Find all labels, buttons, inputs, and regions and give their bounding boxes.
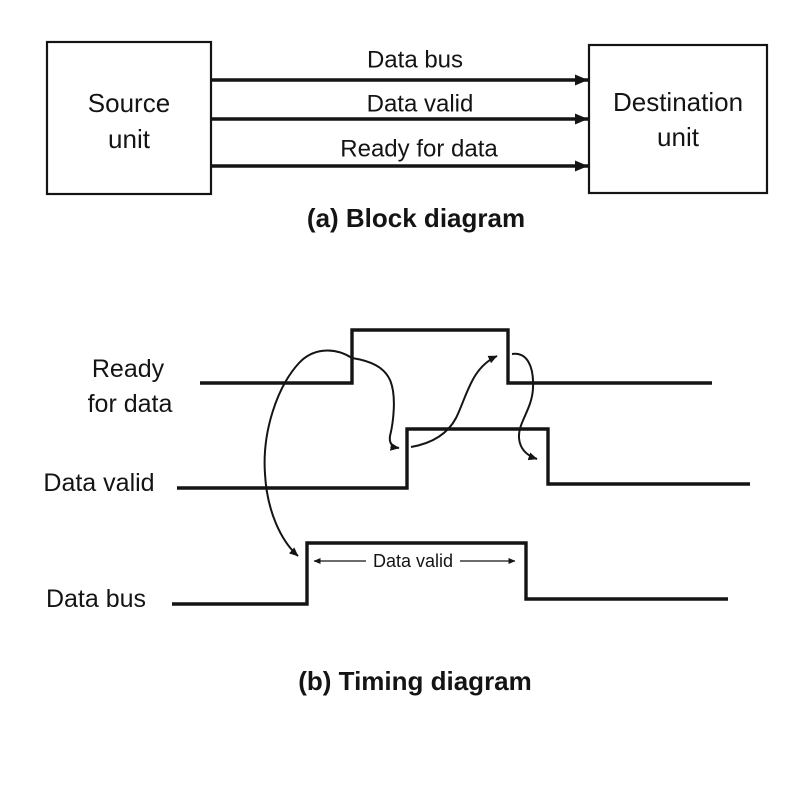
destination-unit-box [587, 43, 769, 195]
source-unit-box [45, 40, 213, 196]
timing-label-ready-for-data-line2: for data [88, 390, 173, 418]
causality-arrow-data-valid-rise-to-ready-fall [410, 355, 498, 448]
source-unit-label-line2: unit [108, 124, 151, 154]
timing-diagram-caption: (b) Timing diagram [298, 666, 532, 696]
waveforms-layer [172, 328, 750, 606]
waveform-data-valid [177, 427, 750, 490]
timing-label-ready-for-data-line1: Ready [92, 355, 165, 383]
source-unit-label-line1: Source [88, 88, 170, 118]
timing-label-data-bus: Data bus [46, 585, 146, 613]
block-diagram-caption: (a) Block diagram [307, 203, 525, 233]
data-valid-span-label: Data valid [373, 551, 453, 571]
signal-arrow-label-data-valid: Data valid [367, 91, 474, 118]
causality-arrow-ready-rise-to-data-valid-rise [351, 357, 400, 451]
waveform-data-bus [172, 541, 728, 606]
destination-unit-label-line2: unit [657, 122, 700, 152]
timing-label-data-valid: Data valid [43, 469, 154, 497]
data-valid-span-annotation: Data valid [313, 551, 516, 571]
block-diagram-section: Source unit Destination unit Data busDat… [45, 40, 769, 233]
causality-arrow-ready-rise-to-data-bus [263, 349, 353, 557]
destination-unit-label-line1: Destination [613, 87, 743, 117]
waveform-ready-for-data [200, 328, 712, 385]
causality-arrow-ready-fall-to-data-valid-fall [511, 352, 538, 461]
signal-arrow-label-data-bus: Data bus [367, 47, 463, 74]
causality-arrows-layer [263, 349, 538, 557]
signal-arrow-label-ready-for-data: Ready for data [340, 136, 498, 163]
